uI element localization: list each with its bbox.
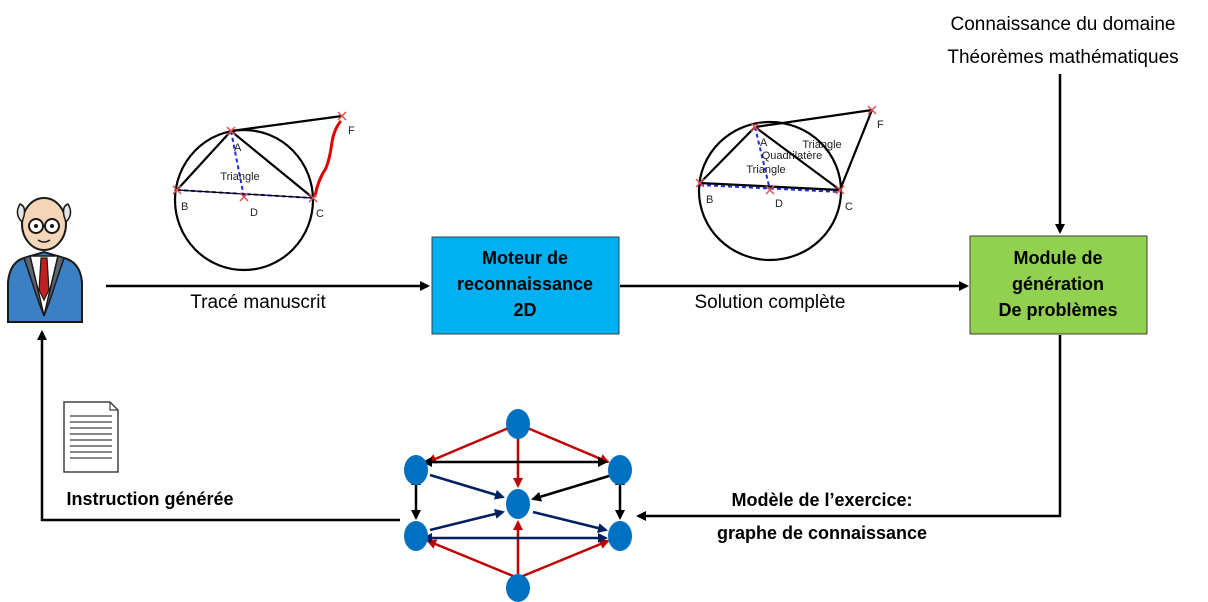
math-theorems-label: Théorèmes mathématiques xyxy=(947,47,1178,68)
graph-node xyxy=(404,455,428,485)
right-point-a: A xyxy=(760,137,768,149)
right-triangle-inner-label: Triangle xyxy=(746,164,785,176)
left-triangle-label: Triangle xyxy=(220,171,259,183)
recognition-box-line3: 2D xyxy=(513,300,536,320)
graph-edge xyxy=(531,474,610,502)
graph-edge xyxy=(429,509,505,532)
right-point-c: C xyxy=(845,201,853,213)
left-point-f: F xyxy=(348,125,355,137)
knowledge-graph xyxy=(404,409,632,602)
generation-module-box xyxy=(969,235,1148,335)
graph-edge xyxy=(517,422,610,464)
generation-box-line3: De problèmes xyxy=(998,300,1117,320)
right-point-b: B xyxy=(706,194,713,206)
recognition-engine-box xyxy=(431,236,620,335)
professor-avatar-icon xyxy=(7,197,83,323)
right-point-d: D xyxy=(775,198,783,210)
right-triangle-outer-label: Triangle xyxy=(802,139,841,151)
left-point-c: C xyxy=(316,208,324,220)
arrow-graph-to-user xyxy=(37,330,400,522)
arrow-generation-to-graph xyxy=(636,335,1062,521)
recognition-box-line1: Moteur de xyxy=(482,248,568,268)
domain-knowledge-label: Connaissance du domaine xyxy=(951,14,1176,35)
right-quadrilateral-label: Quadrilatère xyxy=(762,150,823,162)
generation-box-line1: Module de xyxy=(1014,248,1103,268)
recognition-box-line2: reconnaissance xyxy=(457,274,593,294)
graph-node xyxy=(506,409,530,439)
graph-node xyxy=(608,455,632,485)
document-icon xyxy=(63,401,119,473)
graph-edge xyxy=(426,539,519,580)
graph-node xyxy=(506,489,530,519)
knowledge-graph-label: graphe de connaissance xyxy=(717,523,927,543)
left-point-b: B xyxy=(181,201,188,213)
graph-edge xyxy=(517,539,610,580)
handwritten-geometry-figure: A B C D F Triangle xyxy=(172,111,355,272)
complete-solution-label: Solution complète xyxy=(694,292,845,313)
generated-instruction-label: Instruction générée xyxy=(66,489,233,509)
graph-node xyxy=(404,521,428,551)
graph-edge xyxy=(429,473,505,500)
exercise-model-label: Modèle de l’exercice: xyxy=(731,490,912,510)
graph-edge xyxy=(532,510,608,533)
graph-edge xyxy=(426,422,519,464)
handwritten-trace-label: Tracé manuscrit xyxy=(190,292,326,313)
right-point-f: F xyxy=(877,119,884,131)
graph-node xyxy=(608,521,632,551)
recognized-geometry-figure: A B C D F Triangle Quadrilatère Triangle xyxy=(695,105,884,262)
left-point-d: D xyxy=(250,207,258,219)
graph-node xyxy=(506,574,530,602)
left-point-a: A xyxy=(234,142,242,154)
generation-box-line2: génération xyxy=(1012,274,1104,294)
